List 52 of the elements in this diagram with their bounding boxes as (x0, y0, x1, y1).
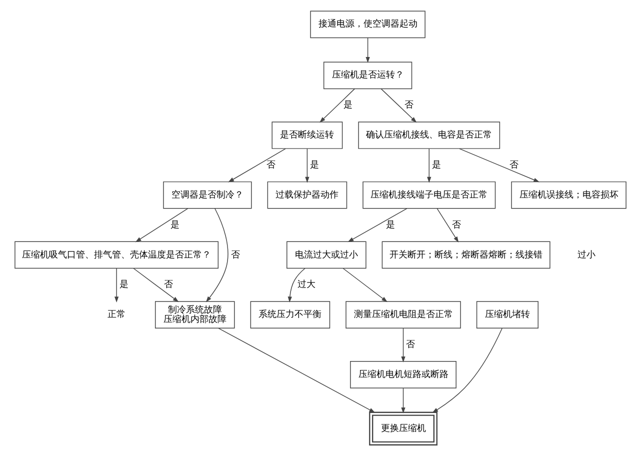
edge-label: 否 (509, 160, 518, 170)
arrow (228, 148, 286, 182)
node-box: 压缩机误接线；电容损坏 (510, 181, 626, 209)
arrow (458, 148, 540, 182)
arrow (304, 148, 309, 183)
arrow (134, 208, 188, 242)
node-box: 测量压缩机电阻是否正常 (345, 301, 460, 328)
node-box: 过载保护器动作 (266, 181, 347, 209)
edge-label: 过大 (296, 280, 315, 290)
edge-label: 是 (310, 160, 319, 170)
node-box: 是否断续运转 (271, 122, 342, 149)
arrow (365, 38, 370, 63)
arrow (380, 88, 416, 123)
edge-label: 是 (170, 220, 179, 230)
arrow (400, 388, 405, 414)
arrow (132, 268, 178, 302)
edge-label: 否 (404, 100, 414, 111)
edge-label: 否 (406, 340, 415, 350)
arrow (114, 268, 118, 303)
arrow (436, 208, 458, 243)
arrow (400, 328, 405, 362)
edge-label: 是 (118, 280, 128, 290)
label: 过小 (577, 250, 596, 260)
edge-label: 是 (432, 160, 441, 170)
arrow (319, 88, 355, 123)
arrow (287, 268, 305, 302)
node-box: 系统压力不平衡 (250, 301, 330, 328)
arrow (218, 328, 375, 413)
edge-label: 是 (342, 100, 352, 111)
node-box: 接通电源，使空调器起动 (310, 10, 425, 38)
arrow (342, 268, 388, 302)
node-text: 正常 (107, 310, 126, 320)
arrow (205, 208, 228, 302)
node-box: 压缩机是否运转？ (322, 62, 412, 90)
node-box: 压缩机接线端子电压是否正常 (362, 181, 496, 209)
edge-label: 否 (451, 220, 460, 230)
node-box: 压缩机电机短路或断路 (350, 361, 456, 388)
node-box: 压缩机堵转 (476, 301, 538, 328)
arrow (426, 148, 431, 183)
node-box: 更换压缩机 (368, 412, 437, 446)
arrow (347, 208, 407, 242)
edge-label: 否 (163, 280, 172, 290)
arrow (432, 328, 502, 413)
node-box: 空调器是否制冷？ (162, 181, 252, 209)
node-box: 确认压缩机接线、电容是否正常 (358, 122, 500, 149)
node-box: 开关断开；断线；熔断器熔断；线接错 (381, 241, 550, 269)
node-box: 电流过大或过小 (286, 241, 366, 269)
edge-label: 是 (386, 220, 395, 230)
node-box: 制冷系统故障 压缩机内部故障 (154, 301, 234, 328)
edge-label: 否 (266, 160, 275, 170)
node-box: 压缩机吸气口管、排气管、壳体温度是否正常？ (14, 241, 218, 269)
edge-label: 否 (230, 250, 240, 260)
